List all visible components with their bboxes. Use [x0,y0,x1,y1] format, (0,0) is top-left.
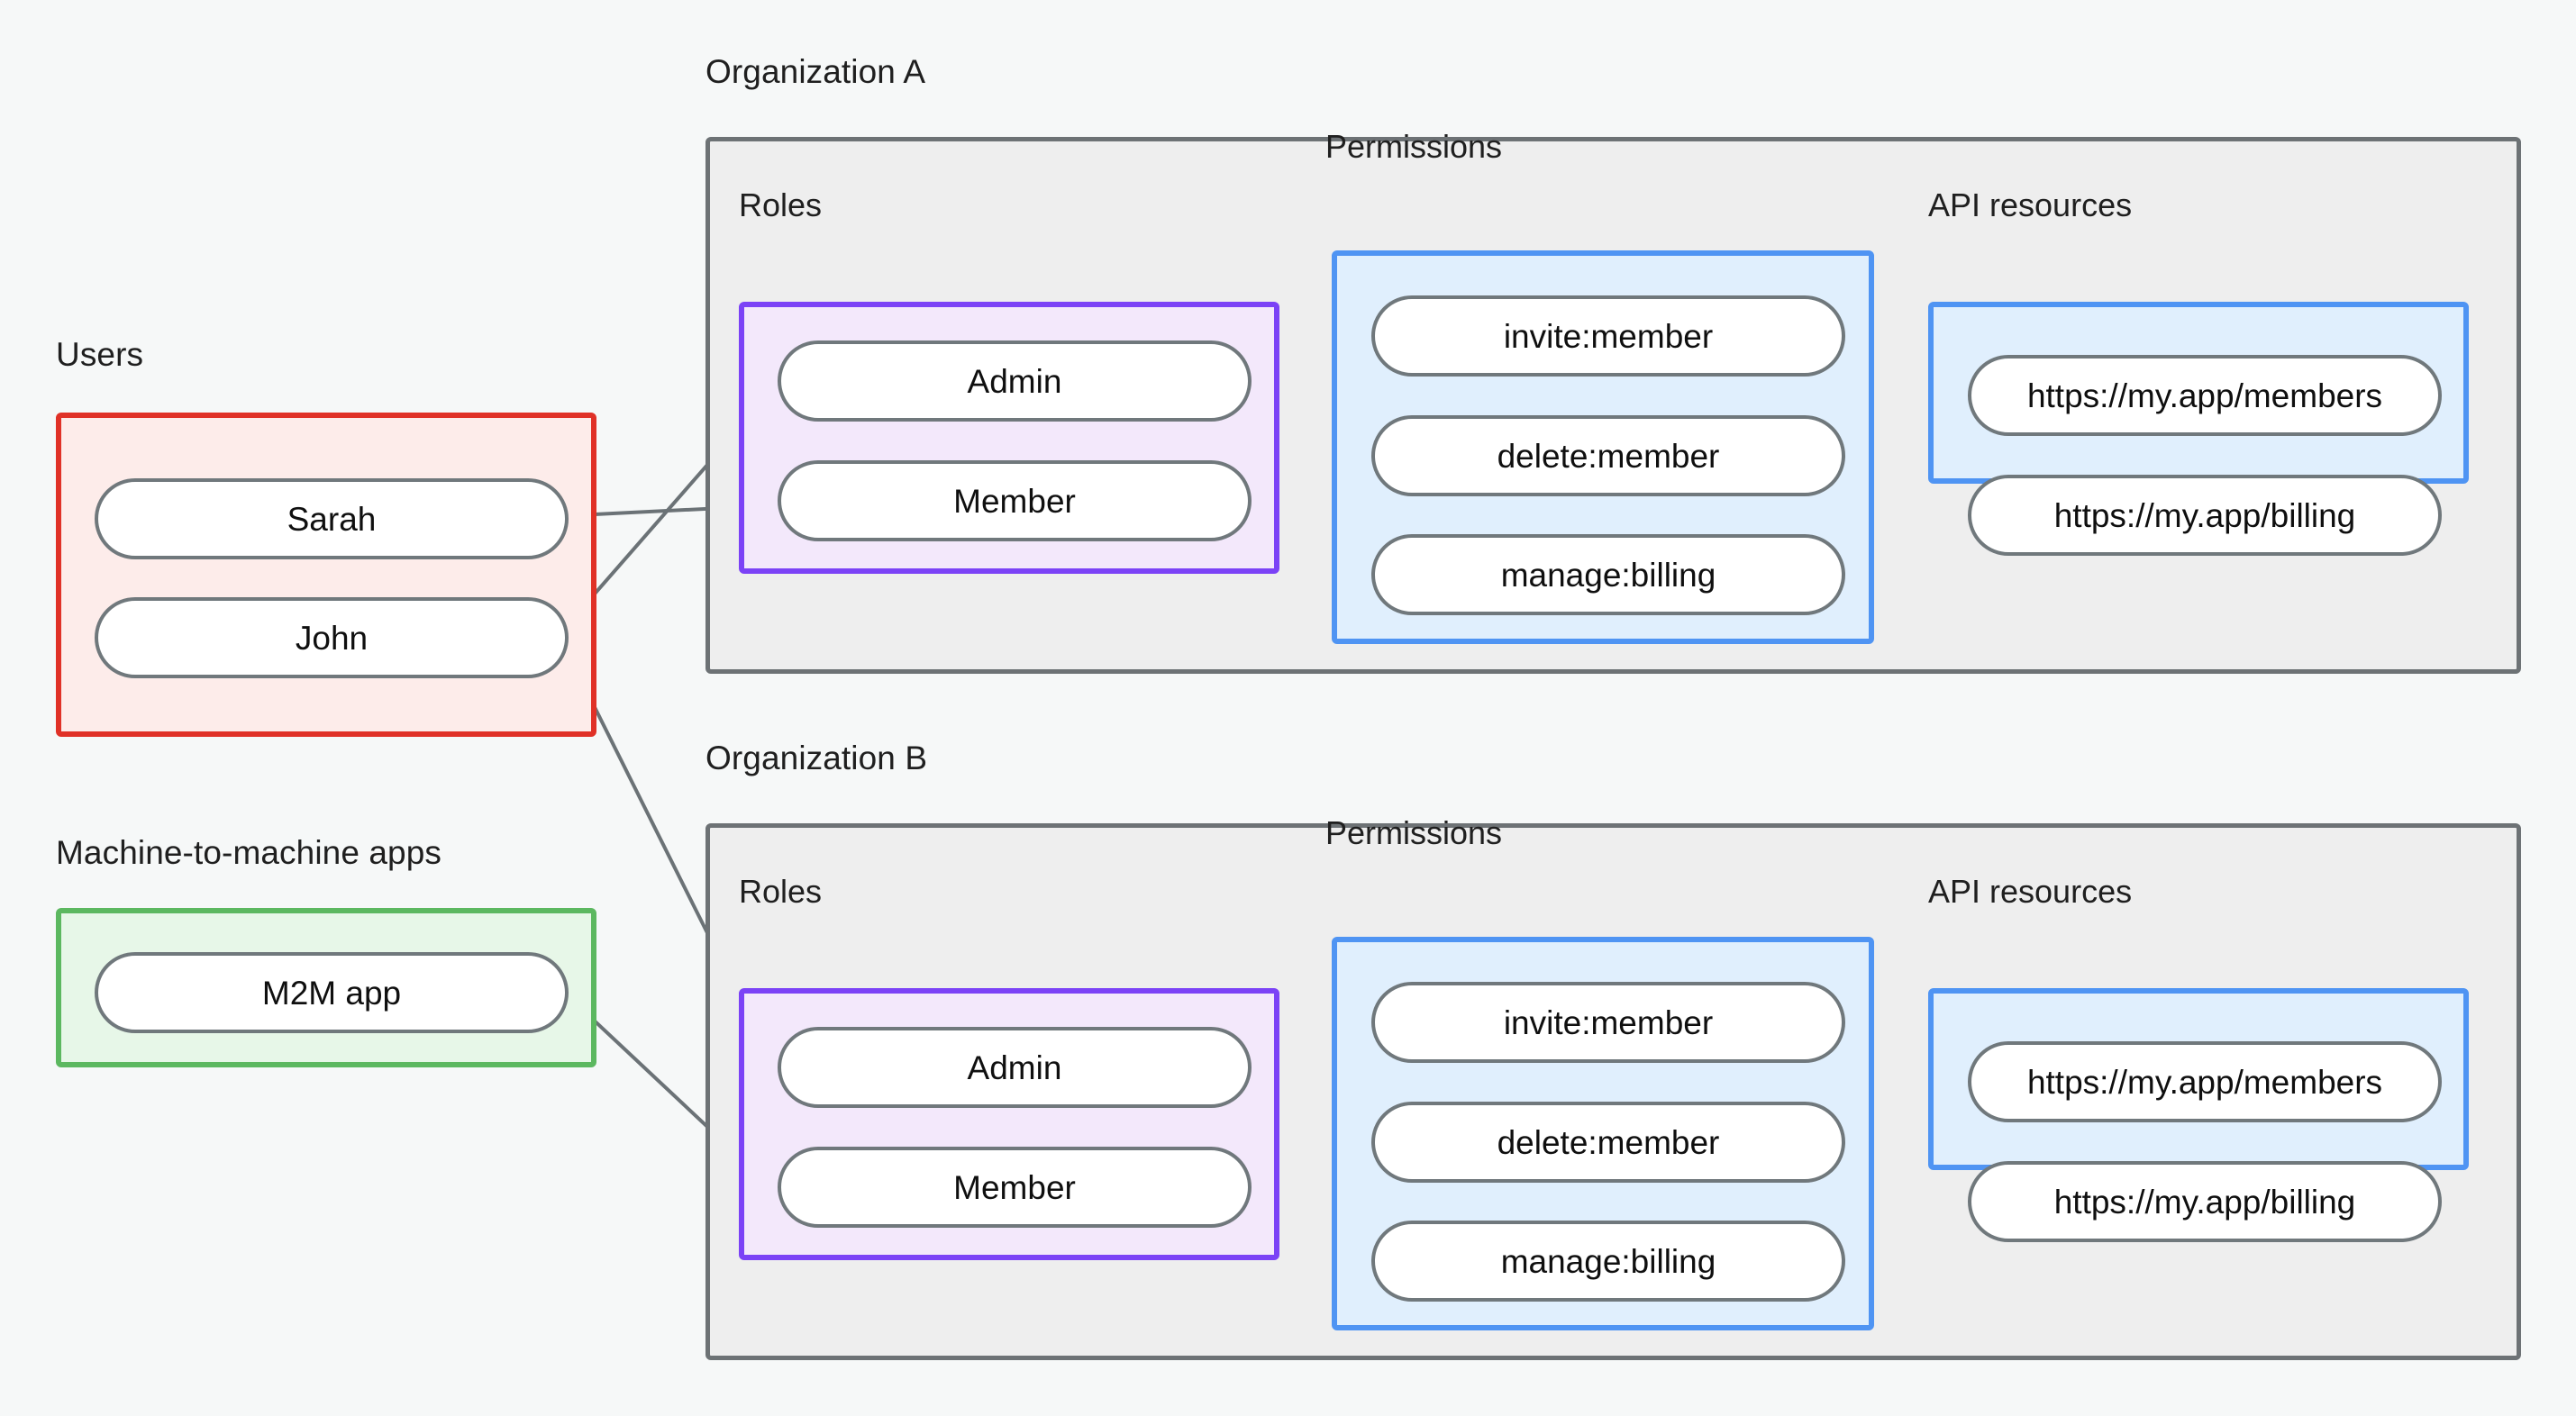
users-group-label: Users [56,336,144,373]
users-group-box: Sarah John [56,413,596,737]
organization-b-label: Organization B [705,740,928,776]
node-orgA-permission-delete-member[interactable]: delete:member [1371,415,1845,496]
orgB-permissions-label: Permissions [1325,814,1503,851]
orgB-permissions-box: invite:member delete:member manage:billi… [1332,937,1874,1330]
node-orgB-api-resource-billing[interactable]: https://my.app/billing [1968,1161,2442,1242]
node-m2m-app[interactable]: M2M app [95,952,569,1033]
node-orgA-permission-manage-billing[interactable]: manage:billing [1371,534,1845,615]
m2m-group-box: M2M app [56,908,596,1067]
node-orgB-role-member[interactable]: Member [778,1147,1252,1228]
node-user-sarah[interactable]: Sarah [95,478,569,559]
orgA-api-resources-label: API resources [1928,186,2133,223]
node-orgA-role-member[interactable]: Member [778,460,1252,541]
orgB-api-resources-box: https://my.app/members https://my.app/bi… [1928,988,2469,1242]
orgB-roles-label: Roles [739,873,823,910]
node-orgB-permission-delete-member[interactable]: delete:member [1371,1102,1845,1183]
orgA-roles-box: Admin Member [739,302,1279,574]
node-orgB-api-resource-members[interactable]: https://my.app/members [1968,1041,2442,1122]
node-orgA-role-admin[interactable]: Admin [778,340,1252,422]
orgB-roles-box: Admin Member [739,988,1279,1260]
organization-b-box: Roles Admin Member Permissions invite:me… [705,814,2521,1360]
m2m-group-label: Machine-to-machine apps [56,834,442,871]
node-orgB-role-admin[interactable]: Admin [778,1027,1252,1108]
node-orgB-permission-manage-billing[interactable]: manage:billing [1371,1221,1845,1302]
orgA-permissions-label: Permissions [1325,128,1503,165]
node-orgA-api-resource-billing[interactable]: https://my.app/billing [1968,475,2442,556]
node-orgA-api-resource-members[interactable]: https://my.app/members [1968,355,2442,436]
node-orgB-permission-invite-member[interactable]: invite:member [1371,982,1845,1063]
node-user-john[interactable]: John [95,597,569,678]
organization-a-box: Roles Admin Member Permissions invite:me… [705,128,2521,674]
node-orgA-permission-invite-member[interactable]: invite:member [1371,295,1845,377]
orgB-api-resources-label: API resources [1928,873,2133,910]
organization-a-label: Organization A [705,53,926,90]
orgA-permissions-box: invite:member delete:member manage:billi… [1332,250,1874,644]
orgA-api-resources-box: https://my.app/members https://my.app/bi… [1928,302,2469,556]
orgA-roles-label: Roles [739,186,823,223]
